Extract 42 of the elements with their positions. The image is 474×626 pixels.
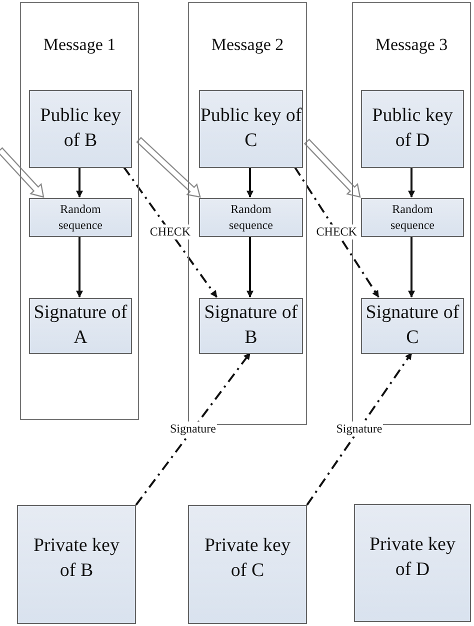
sequence-box xyxy=(361,198,464,237)
private-key-box xyxy=(17,505,136,624)
hollow-arrow xyxy=(136,136,201,198)
hollow-arrow xyxy=(0,147,44,198)
arrow xyxy=(408,167,415,198)
column-title: Message 3 xyxy=(374,35,449,55)
key-box xyxy=(361,90,464,168)
key-box xyxy=(199,90,303,168)
edge-label: CHECK xyxy=(148,224,192,240)
arrow xyxy=(408,236,415,298)
column-title: Message 2 xyxy=(210,35,285,55)
box-label: Signature of B xyxy=(203,301,299,350)
dash-dot-arrow xyxy=(294,166,380,298)
box-label: Public key of C xyxy=(200,104,302,153)
box-label: Private key of B xyxy=(32,534,120,583)
column-title: Message 1 xyxy=(42,35,117,55)
message-column xyxy=(20,2,139,420)
arrow xyxy=(76,167,83,198)
edge-label: Signature xyxy=(169,422,217,436)
box-label: Signature of A xyxy=(32,301,128,350)
box-label: Private key of D xyxy=(368,533,456,582)
box-label: Public key of D xyxy=(371,104,454,153)
box-label: Random sequence xyxy=(390,202,436,234)
box-label: Private key of C xyxy=(203,534,292,583)
box-label: Public key of B xyxy=(39,104,122,153)
dash-dot-arrow xyxy=(135,352,251,506)
sequence-box xyxy=(199,198,303,237)
box-label: Signature of C xyxy=(364,301,460,350)
edge-label: Signature xyxy=(335,422,384,436)
dash-dot-arrow xyxy=(122,166,218,298)
key-box xyxy=(29,90,132,168)
box-label: Random sequence xyxy=(228,202,274,234)
box-label: Random sequence xyxy=(58,202,104,234)
arrow xyxy=(246,236,254,298)
hollow-arrow xyxy=(304,138,361,198)
private-key-box xyxy=(354,504,471,622)
dash-dot-arrow xyxy=(306,352,412,506)
arrow xyxy=(246,167,254,198)
sequence-box xyxy=(29,198,132,237)
edge-label: CHECK xyxy=(315,224,358,240)
private-key-box xyxy=(188,505,307,624)
arrow xyxy=(76,236,83,298)
